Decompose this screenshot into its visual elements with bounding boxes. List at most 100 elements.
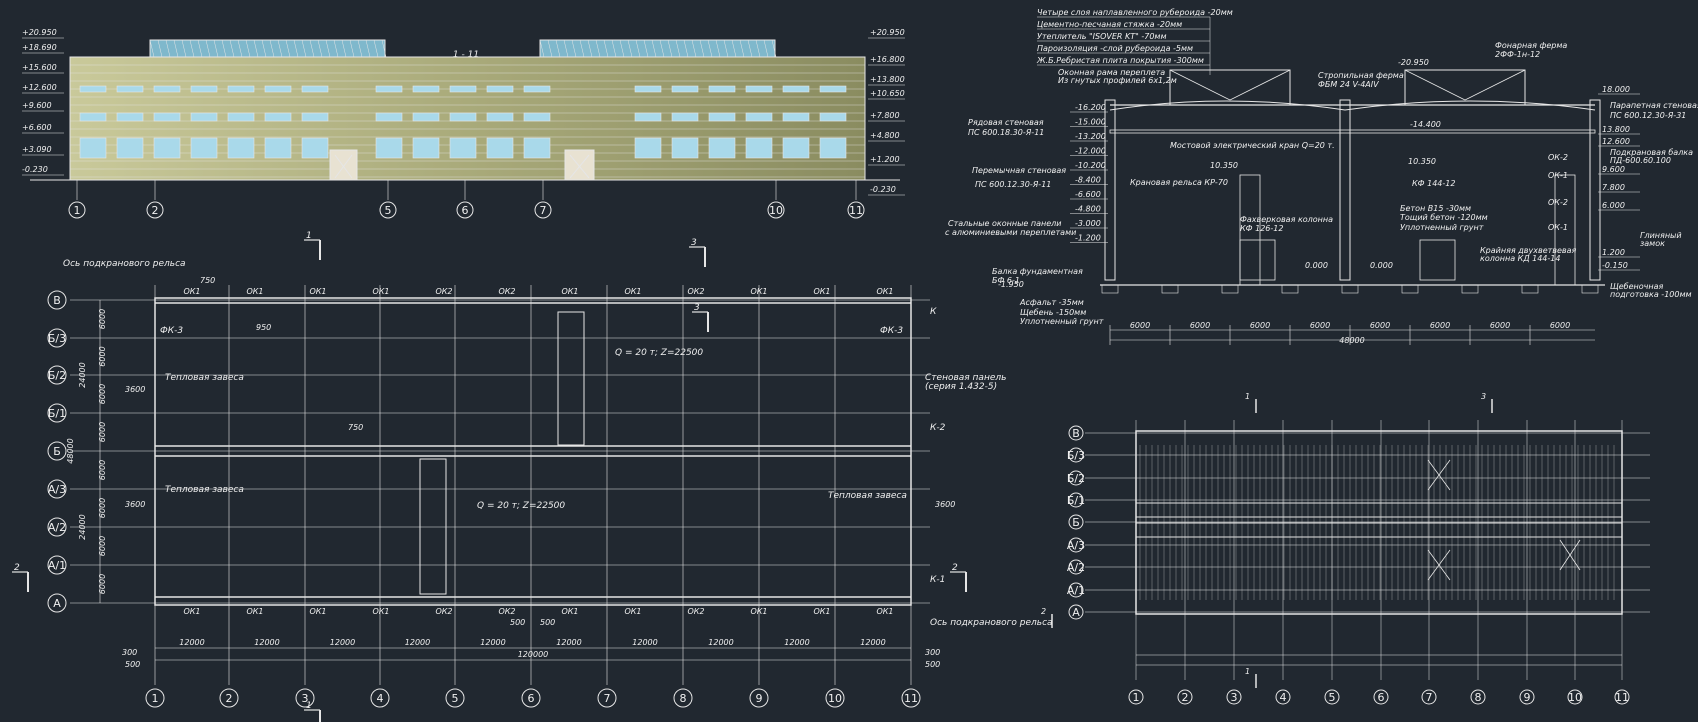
plan-row-А-3-circle [47, 479, 67, 499]
facade-window [264, 85, 292, 93]
roof-col-5-circle [1324, 689, 1340, 705]
facade-window [671, 137, 699, 159]
plan-span-dim: 12000 [708, 638, 733, 647]
roof-row-А-1-circle [1068, 582, 1084, 598]
plan-span-dim: 12000 [632, 638, 657, 647]
skylight-glazing [667, 39, 673, 58]
elev-left: -6.600 [1075, 190, 1101, 199]
level-mark-left: +12.600 [22, 83, 57, 92]
window-label-top: ОК1 [309, 287, 326, 296]
skylight-glazing [707, 39, 713, 58]
roof-col-1-circle [1128, 689, 1144, 705]
plan-row-А: А [53, 597, 61, 610]
facade-window [264, 137, 292, 159]
window-label-bottom: ОК2 [435, 607, 452, 616]
roof-brace [1427, 459, 1451, 491]
facade-axis-10-circle [767, 201, 785, 219]
roof-col-9-circle [1519, 689, 1535, 705]
elev-left: -3.000 [1075, 219, 1101, 228]
plan-side-dim: 24000 [78, 362, 87, 387]
window-label-bottom: ОК1 [876, 607, 893, 616]
plan-row-Б-1: Б/1 [48, 407, 66, 420]
facade-axis-2-circle [146, 201, 164, 219]
skylight-glazing [261, 39, 267, 58]
section-mark: 0.000 [1305, 261, 1328, 270]
window-label-top: ОК1 [813, 287, 830, 296]
skylight-glazing [619, 39, 625, 58]
plan-col-5-circle [445, 688, 465, 708]
gate-1 [329, 149, 358, 181]
plan-row-А-2: А/2 [48, 521, 66, 534]
roof-col-7: 7 [1426, 691, 1433, 704]
section-dim: 6000 [1310, 321, 1330, 330]
skylight-glazing [731, 39, 737, 58]
window-label-top: ОК2 [687, 287, 704, 296]
section-callout: КФ 144-12 [1412, 179, 1455, 188]
window-label-bottom: ОК1 [561, 607, 578, 616]
roof-brace [1559, 539, 1581, 571]
skylight-glazing [539, 39, 545, 58]
skylight-glazing [197, 39, 203, 58]
roof-col-8-circle [1470, 689, 1486, 705]
section-mark: -20.950 [1398, 58, 1429, 67]
facade-window [819, 137, 847, 159]
plan-row-Б-2-circle [47, 365, 67, 385]
facade-window [523, 85, 551, 93]
skylight-glazing [293, 39, 299, 58]
skylight-glazing [181, 39, 187, 58]
skylight-glazing [269, 39, 275, 58]
roof-cut-label: 3 [1481, 392, 1486, 401]
section-mark: ОК-2 [1548, 198, 1568, 207]
roof-row-Б: Б [1072, 516, 1080, 529]
roof-row-А: А [1072, 606, 1080, 619]
plan-row-В-circle [47, 290, 67, 310]
plan-dim-small: 500 [925, 660, 940, 669]
plan-span-dim: 12000 [179, 638, 204, 647]
cut-mark-label: 1 [306, 231, 312, 241]
level-mark-left: +20.950 [22, 28, 57, 37]
plan-row-А-3: А/3 [48, 483, 66, 496]
skylight-glazing [213, 39, 219, 58]
plan-col-10-circle [825, 688, 845, 708]
plan-label: Ось подкранового рельса [63, 259, 186, 269]
elev-right: 6.000 [1602, 201, 1625, 210]
roof-row-А-3-circle [1068, 537, 1084, 553]
facade-window [153, 112, 181, 122]
plan-row-В: В [53, 294, 61, 307]
section-callout: КФ 126-12 [1240, 224, 1283, 233]
facade-title: 1 - 11 [453, 50, 479, 60]
section-dim: 6000 [1190, 321, 1210, 330]
plan-label: Тепловая завеса [828, 491, 907, 501]
plan-row-Б: Б [53, 445, 61, 458]
roof-col-4-circle [1275, 689, 1291, 705]
skylight-glazing [365, 39, 371, 58]
skylight-glazing [189, 39, 195, 58]
plan-row-А-circle [47, 593, 67, 613]
section-callout: Глиняный [1640, 231, 1682, 240]
skylight-glazing [595, 39, 601, 58]
level-mark-right: +4.800 [870, 131, 900, 140]
cut-mark-label: 2 [952, 563, 958, 573]
section-mark: ОК-1 [1548, 171, 1568, 180]
plan-dim-small: 950 [256, 323, 271, 332]
lantern-2 [1404, 69, 1526, 106]
skylight-glazing [747, 39, 753, 58]
plan-label: Q = 20 т; Z=22500 [615, 348, 703, 358]
section-dim: 6000 [1370, 321, 1390, 330]
section-callout: Бетон В15 -30мм [1400, 204, 1471, 213]
foundation [1581, 284, 1599, 294]
facade-window [745, 112, 773, 122]
section-callout: Перемычная стеновая [972, 166, 1066, 175]
section-callout: БФ 6-1 [992, 276, 1020, 285]
skylight-glazing [571, 39, 577, 58]
foundation [1521, 284, 1539, 294]
section-mark: 10.350 [1408, 157, 1436, 166]
window-label-bottom: ОК1 [750, 607, 767, 616]
plan-row-А-2-circle [47, 517, 67, 537]
roof-col-11-circle [1614, 689, 1630, 705]
skylight-glazing [157, 39, 163, 58]
facade-window [782, 137, 810, 159]
skylight-glazing [715, 39, 721, 58]
skylight-glazing [237, 39, 243, 58]
